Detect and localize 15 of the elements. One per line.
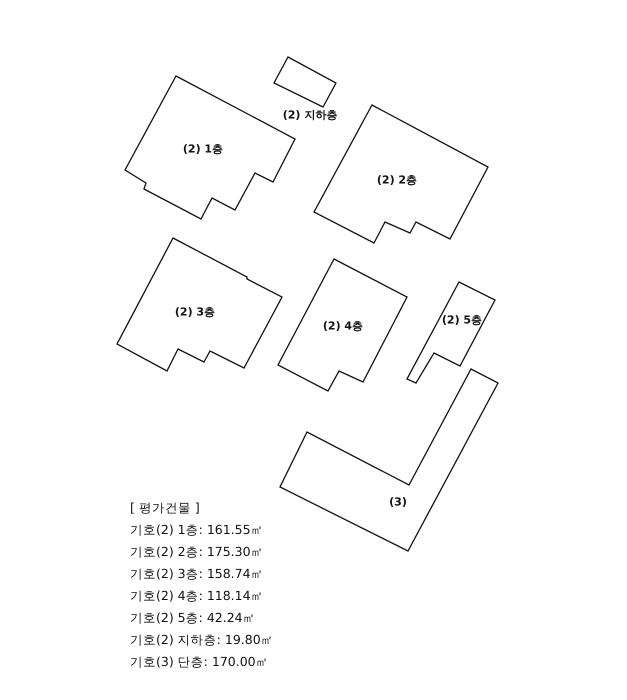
area-list-item: 기호(2) 2층: 175.30㎡ — [130, 544, 264, 561]
building-label: (2) 1층 — [182, 142, 224, 156]
building-label: (2) 지하층 — [282, 108, 338, 122]
area-list-item: 기호(2) 4층: 118.14㎡ — [130, 588, 264, 605]
area-list-item: 기호(2) 3층: 158.74㎡ — [130, 566, 264, 583]
building-label: (2) 3층 — [174, 304, 216, 320]
area-list-item: 기호(2) 1층: 161.55㎡ — [130, 522, 264, 539]
list-heading: [ 평가건물 ] — [130, 500, 200, 517]
building-label: (2) 4층 — [322, 318, 364, 334]
building-label: (2) 5층 — [442, 312, 482, 328]
building-label: (3) — [389, 496, 407, 508]
area-list-item: 기호(3) 단층: 170.00㎡ — [130, 654, 269, 671]
area-list-item: 기호(2) 지하층: 19.80㎡ — [130, 632, 274, 649]
building-label: (2) 2층 — [376, 172, 418, 188]
area-list-item: 기호(2) 5층: 42.24㎡ — [130, 610, 256, 627]
